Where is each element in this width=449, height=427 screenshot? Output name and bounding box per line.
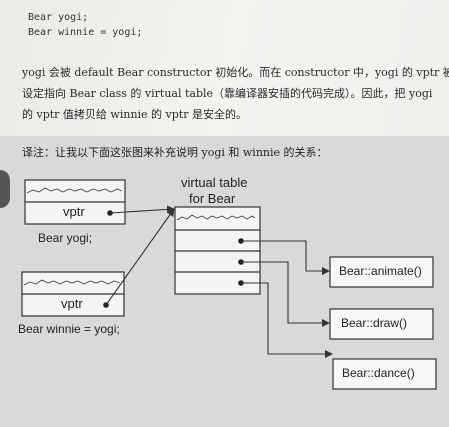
note-title: 译注：让我以下面这张图来补充说明 yogi 和 winnie 的关系： [22,146,328,159]
yogi-vptr-label: vptr [63,204,85,219]
func-box-animate [329,256,434,288]
vtable-title-line-1: virtual table [181,175,248,190]
explanation-paragraph: yogi 会被 default Bear constructor 初始化。而在 … [22,62,449,125]
dance-arrow [241,282,333,358]
yogi-object [24,179,126,225]
func-box-dance [332,358,437,390]
func-dance-label: Bear::dance() [342,366,415,380]
yogi-vptr-arrow [109,205,175,214]
func-animate-label: Bear::animate() [339,264,422,278]
paragraph-line-1: yogi 会被 default Bear constructor 初始化。而在 … [22,66,449,79]
winnie-object [21,271,125,317]
code-snippet: Bear yogi; Bear winnie = yogi; [28,10,142,40]
paragraph-line-2: 设定指向 Bear class 的 virtual table（靠编译器安插的代… [22,87,433,100]
func-draw-label: Bear::draw() [341,316,408,330]
winnie-vptr-arrow [105,208,175,306]
page-tab-marker [0,170,10,208]
squiggle-icon [26,187,123,194]
vtable-title-line-2: for Bear [189,191,236,206]
yogi-label: Bear yogi; [38,231,93,245]
winnie-vptr-label: vptr [61,296,83,311]
paragraph-line-3: 的 vptr 值拷贝给 winnie 的 vptr 是安全的。 [22,108,247,121]
code-line-2: Bear winnie = yogi; [28,27,143,38]
code-line-1: Bear yogi; [28,12,89,23]
squiggle-icon [176,214,256,221]
winnie-label: Bear winnie = yogi; [18,322,120,336]
squiggle-icon [23,279,121,286]
func-box-draw [329,308,434,340]
animate-arrow [241,240,330,275]
virtual-table [174,206,261,295]
draw-arrow [241,261,330,327]
